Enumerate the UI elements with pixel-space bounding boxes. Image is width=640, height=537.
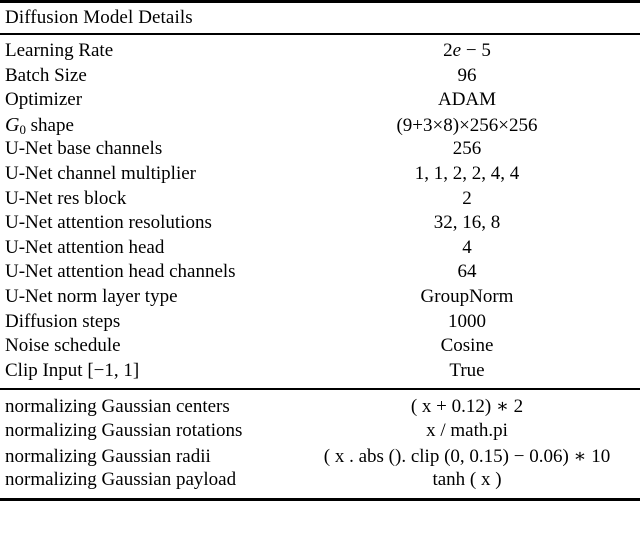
row-label: Noise schedule <box>5 335 121 357</box>
row-value: x / math.pi <box>426 419 508 441</box>
table-bottom-rule <box>0 497 640 501</box>
table-row: Batch Size 96 <box>0 65 640 90</box>
row-value: True <box>449 359 485 381</box>
row-label: Diffusion steps <box>5 310 121 332</box>
row-label: U-Net base channels <box>5 138 163 160</box>
row-value: 1000 <box>448 310 486 332</box>
row-label: U-Net channel multiplier <box>5 162 196 184</box>
table-row: Clip Input [−1, 1] True <box>0 360 640 385</box>
table-mid-rule <box>0 388 640 391</box>
row-value: GroupNorm <box>420 285 514 307</box>
table-row: normalizing Gaussian payload tanh ( x ) <box>0 469 640 494</box>
row-value: ADAM <box>437 89 497 111</box>
row-label: Batch Size <box>5 64 87 86</box>
row-label: normalizing Gaussian centers <box>5 396 230 418</box>
table-row: U-Net attention head channels 64 <box>0 261 640 286</box>
table-title: Diffusion Model Details <box>5 7 193 28</box>
row-value: 4 <box>462 236 472 258</box>
row-value: 64 <box>457 261 477 283</box>
row-value: 2 <box>462 187 472 209</box>
row-value: 32, 16, 8 <box>433 212 501 234</box>
table-row: normalizing Gaussian centers ( x + 0.12)… <box>0 395 640 420</box>
row-label: Optimizer <box>5 89 83 111</box>
table-row: G0 shape (9+3×8)×256×256 <box>0 114 640 139</box>
row-label: U-Net attention head channels <box>5 261 236 283</box>
row-label: Learning Rate <box>5 40 114 61</box>
row-value: ( x + 0.12) ∗ 2 <box>410 396 524 418</box>
row-label: U-Net attention head <box>5 236 165 258</box>
row-label: Clip Input [−1, 1] <box>5 359 140 381</box>
row-value: Cosine <box>440 335 494 357</box>
row-label: U-Net attention resolutions <box>5 212 212 234</box>
table-row: Optimizer ADAM <box>0 89 640 114</box>
table-row: U-Net attention head 4 <box>0 237 640 262</box>
table-row: normalizing Gaussian rotations x / math.… <box>0 420 640 445</box>
table-row: Learning Rate 2e − 5 <box>0 40 640 65</box>
row-value: (9+3×8)×256×256 <box>396 114 538 136</box>
table-header-rule <box>0 33 640 35</box>
row-value: 256 <box>452 138 482 160</box>
table-row: Diffusion steps 1000 <box>0 311 640 336</box>
row-label: G0 shape <box>5 113 74 137</box>
table-group-hyperparameters: Learning Rate 2e − 5 Batch Size 96 Optim… <box>0 35 640 388</box>
table-row: Noise schedule Cosine <box>0 335 640 360</box>
row-value: 2e − 5 <box>443 40 491 61</box>
table-row: U-Net attention resolutions 32, 16, 8 <box>0 212 640 237</box>
row-value: ( x . abs (). clip (0, 0.15) − 0.06) ∗ 1… <box>323 445 611 467</box>
row-label: U-Net norm layer type <box>5 285 178 307</box>
row-label: U-Net res block <box>5 187 127 209</box>
table-row: U-Net res block 2 <box>0 188 640 213</box>
row-value: 96 <box>457 64 477 86</box>
table-row: normalizing Gaussian radii ( x . abs ().… <box>0 445 640 470</box>
row-label: normalizing Gaussian rotations <box>5 419 243 441</box>
table-row: U-Net base channels 256 <box>0 138 640 163</box>
table-header-row: Diffusion Model Details <box>0 3 640 33</box>
table-top-rule <box>0 0 640 3</box>
row-value: tanh ( x ) <box>432 469 502 491</box>
table-group-gaussian-normalization: normalizing Gaussian centers ( x + 0.12)… <box>0 390 640 497</box>
row-value: 1, 1, 2, 2, 4, 4 <box>414 162 520 184</box>
table-row: U-Net channel multiplier 1, 1, 2, 2, 4, … <box>0 163 640 188</box>
row-label: normalizing Gaussian radii <box>5 445 211 467</box>
table-row: U-Net norm layer type GroupNorm <box>0 286 640 311</box>
row-label: normalizing Gaussian payload <box>5 469 237 491</box>
